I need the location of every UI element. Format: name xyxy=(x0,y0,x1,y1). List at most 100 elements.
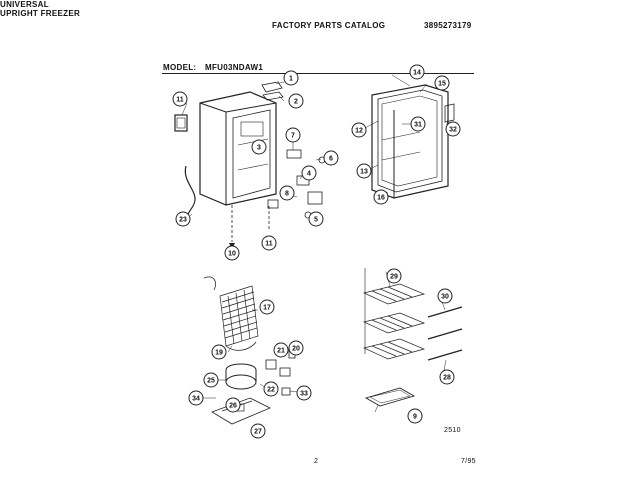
callout-19: 19 xyxy=(211,344,227,360)
callout-circle xyxy=(323,150,339,166)
callout-11: 11 xyxy=(172,91,188,107)
callout-number: 30 xyxy=(441,294,449,301)
callout-16: 16 xyxy=(373,189,389,205)
callout-10: 10 xyxy=(224,245,240,261)
callout-number: 10 xyxy=(228,251,236,258)
callout-20: 20 xyxy=(288,340,304,356)
callout-8: 8 xyxy=(279,185,295,201)
condenser-coil xyxy=(219,285,259,347)
callout-22: 22 xyxy=(263,381,279,397)
callout-circle xyxy=(211,344,227,360)
callout-29: 29 xyxy=(386,268,402,284)
wire-shelves xyxy=(362,268,426,360)
callout-number: 5 xyxy=(314,217,318,224)
callout-circle xyxy=(172,91,188,107)
callout-circle xyxy=(188,390,204,406)
callout-circle xyxy=(356,163,372,179)
callout-circle xyxy=(285,127,301,143)
callout-circle xyxy=(250,423,266,439)
callout-number: 28 xyxy=(443,375,451,382)
callout-number: 25 xyxy=(207,378,215,385)
callout-7: 7 xyxy=(285,127,301,143)
power-cord xyxy=(184,165,196,221)
callout-6: 6 xyxy=(323,150,339,166)
callout-9: 9 xyxy=(407,408,423,424)
callout-26: 26 xyxy=(225,397,241,413)
callout-33: 33 xyxy=(296,385,312,401)
door-drawing xyxy=(371,84,449,199)
callout-circle xyxy=(407,408,423,424)
callout-circle xyxy=(261,235,277,251)
callout-number: 33 xyxy=(300,391,308,398)
model-value: MFU03NDAW1 xyxy=(205,63,264,72)
callout-circle xyxy=(445,121,461,137)
callout-2: 2 xyxy=(288,93,304,109)
callout-layer: 1234567891011111213141516171920212223252… xyxy=(172,64,461,439)
brand-line-1: UNIVERSAL xyxy=(0,0,49,9)
brand-line-2: UPRIGHT FREEZER xyxy=(0,9,81,18)
grille-badge xyxy=(174,114,188,132)
revision-date: 7/95 xyxy=(461,458,476,465)
callout-number: 23 xyxy=(179,217,187,224)
callout-circle xyxy=(225,397,241,413)
callout-number: 17 xyxy=(263,305,271,312)
catalog-title: FACTORY PARTS CATALOG xyxy=(272,21,386,30)
callout-number: 7 xyxy=(291,133,295,140)
callout-32: 32 xyxy=(445,121,461,137)
callout-circle xyxy=(410,116,426,132)
callout-17: 17 xyxy=(259,299,275,315)
callout-1: 1 xyxy=(283,70,299,86)
callout-21: 21 xyxy=(273,342,289,358)
catalog-part-number: 3895273179 xyxy=(424,21,472,30)
callout-number: 1 xyxy=(289,76,293,83)
brand-title: UNIVERSAL UPRIGHT FREEZER xyxy=(0,0,80,18)
callout-circle xyxy=(301,165,317,181)
callout-number: 3 xyxy=(257,145,261,152)
callout-number: 9 xyxy=(413,414,417,421)
callout-number: 15 xyxy=(438,81,446,88)
callout-circle xyxy=(273,342,289,358)
figure-code: 2510 xyxy=(444,427,461,434)
callout-circle xyxy=(296,385,312,401)
callout-number: 6 xyxy=(329,156,333,163)
callout-circle xyxy=(175,211,191,227)
callout-number: 21 xyxy=(277,348,285,355)
callout-circle xyxy=(373,189,389,205)
callout-4: 4 xyxy=(301,165,317,181)
callout-circle xyxy=(283,70,299,86)
callout-number: 29 xyxy=(390,274,398,281)
callout-circle xyxy=(351,122,367,138)
callout-number: 26 xyxy=(229,403,237,410)
callout-circle xyxy=(288,93,304,109)
callout-number: 4 xyxy=(307,171,311,178)
callout-circle xyxy=(263,381,279,397)
callout-circle xyxy=(259,299,275,315)
callout-14: 14 xyxy=(409,64,425,80)
callout-number: 20 xyxy=(292,346,300,353)
callout-number: 2 xyxy=(294,99,298,106)
callout-number: 14 xyxy=(413,70,421,77)
callout-number: 32 xyxy=(449,127,457,134)
callout-34: 34 xyxy=(188,390,204,406)
callout-number: 13 xyxy=(360,169,368,176)
cabinet-drawing xyxy=(199,91,277,206)
callout-circle xyxy=(437,288,453,304)
callout-number: 11 xyxy=(176,97,184,104)
callout-circle xyxy=(251,139,267,155)
callout-30: 30 xyxy=(437,288,453,304)
callout-number: 34 xyxy=(192,396,200,403)
callout-13: 13 xyxy=(356,163,372,179)
callout-number: 8 xyxy=(285,191,289,198)
callout-circle xyxy=(279,185,295,201)
callout-number: 19 xyxy=(215,350,223,357)
callout-15: 15 xyxy=(434,75,450,91)
callout-28: 28 xyxy=(439,369,455,385)
door-shelf-bars xyxy=(427,306,463,361)
model-label: MODEL: xyxy=(163,63,197,72)
callout-5: 5 xyxy=(308,211,324,227)
callout-circle xyxy=(308,211,324,227)
callout-3: 3 xyxy=(251,139,267,155)
callout-number: 12 xyxy=(355,128,363,135)
callout-circle xyxy=(224,245,240,261)
